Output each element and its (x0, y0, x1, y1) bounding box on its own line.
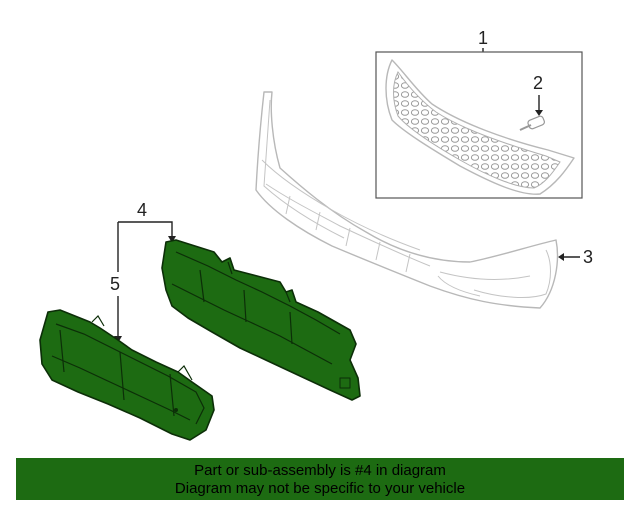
radiator-grille-part-1[interactable] (385, 59, 575, 195)
callout-1[interactable]: 1 (478, 28, 488, 52)
banner-line-1: Part or sub-assembly is #4 in diagram (194, 462, 446, 479)
bolt-part-2[interactable] (519, 115, 545, 131)
callout-5[interactable]: 5 (110, 274, 122, 343)
callout-2[interactable]: 2 (533, 73, 543, 116)
grille-carrier-part-4[interactable] (161, 239, 361, 401)
grille-insert-part-5[interactable] (39, 309, 215, 441)
callout-5-label: 5 (110, 274, 120, 294)
callout-3[interactable]: 3 (558, 247, 593, 267)
inset-box (375, 51, 583, 199)
banner-line-2: Diagram may not be specific to your vehi… (174, 480, 466, 497)
bumper-cover-part-3[interactable] (255, 91, 559, 309)
callout-3-label: 3 (583, 247, 593, 267)
callout-4-label: 4 (137, 200, 147, 220)
callout-4[interactable]: 4 (117, 200, 176, 272)
callout-2-label: 2 (533, 73, 543, 93)
callout-1-label: 1 (478, 28, 488, 48)
info-banner: Part or sub-assembly is #4 in diagram Di… (16, 458, 624, 500)
